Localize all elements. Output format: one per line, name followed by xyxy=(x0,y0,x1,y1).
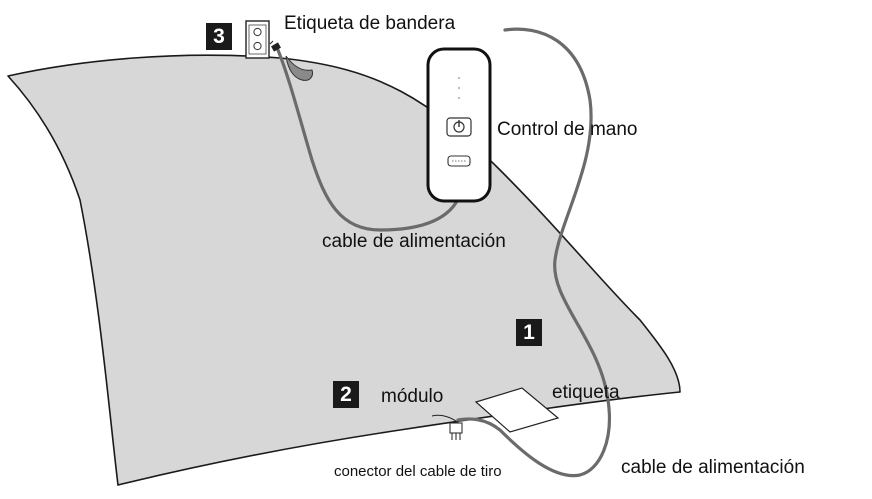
power-cord-controller xyxy=(276,48,462,232)
blanket xyxy=(7,54,681,486)
power-cord-label-upper: cable de alimentación xyxy=(322,231,506,252)
step-badge-2: 2 xyxy=(333,381,359,408)
connector-icon xyxy=(449,422,463,440)
indicator-dots xyxy=(458,77,460,99)
display-icon xyxy=(447,155,471,167)
module-label: módulo xyxy=(381,386,444,407)
power-button-icon[interactable] xyxy=(446,117,472,137)
tag-shape xyxy=(474,387,560,433)
step-badge-1: 1 xyxy=(516,319,542,346)
flag-tag-shape xyxy=(285,55,313,81)
hand-control-label: Control de mano xyxy=(497,119,638,140)
pull-cable-connector-label: conector del cable de tiro xyxy=(334,463,502,480)
tag-label: etiqueta xyxy=(552,382,620,403)
step-badge-3: 3 xyxy=(206,23,232,50)
plug-icon xyxy=(269,40,281,52)
flag-tag-label: Etiqueta de bandera xyxy=(284,13,456,34)
power-cord-module xyxy=(456,27,611,478)
outlet-icon xyxy=(245,20,270,59)
power-cord-label-lower: cable de alimentación xyxy=(621,457,805,478)
